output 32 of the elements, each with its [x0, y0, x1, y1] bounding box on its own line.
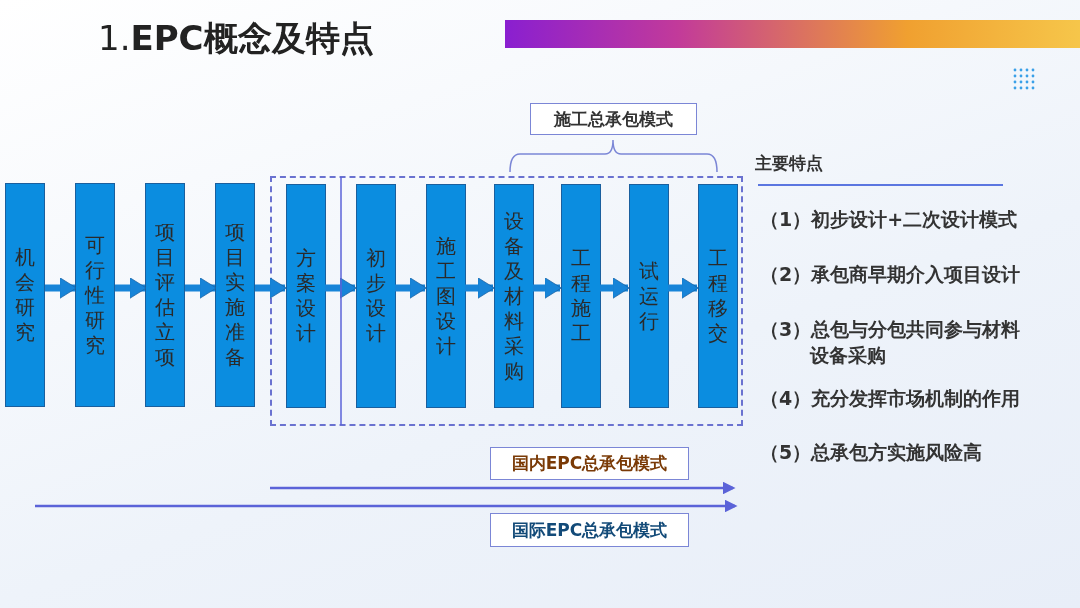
process-box: 可行性研究: [75, 183, 115, 407]
feature-item: （4）充分发挥市场机制的作用: [760, 386, 1022, 411]
feature-item: （3）总包与分包共同参与材料设备采购: [760, 317, 1022, 368]
arrow: [533, 277, 562, 299]
arrow: [465, 277, 495, 299]
process-box: 项目评估立项: [145, 183, 185, 407]
arrow: [185, 277, 217, 299]
label-box: 国内EPC总承包模式: [490, 447, 689, 480]
feature-item: （2）承包商早期介入项目设计: [760, 262, 1022, 287]
arrow: [255, 277, 287, 299]
slide-title: 1.EPC概念及特点: [98, 17, 374, 60]
label-box: 国际EPC总承包模式: [490, 513, 689, 547]
arrow: [395, 277, 427, 299]
arrow: [325, 277, 357, 299]
arrow: [115, 277, 147, 299]
arrow: [668, 277, 699, 299]
process-box: 机会研究: [5, 183, 45, 407]
process-box: 方案设计: [286, 184, 326, 408]
arrow: [600, 277, 630, 299]
arrow: [45, 277, 77, 299]
process-box: 初步设计: [356, 184, 396, 408]
process-box: 项目实施准备: [215, 183, 255, 407]
process-box: 试运行: [629, 184, 669, 408]
label-box: 施工总承包模式: [530, 103, 697, 135]
feature-item: （5）总承包方实施风险高: [760, 440, 984, 465]
process-box: 工程移交: [698, 184, 738, 408]
section-heading: 主要特点: [755, 152, 824, 175]
feature-item: （1）初步设计+二次设计模式: [760, 207, 1019, 232]
dashed-region: [270, 176, 743, 426]
process-box: 工程施工: [561, 184, 601, 408]
process-box: 设备及材料采购: [494, 184, 534, 408]
process-box: 施工图设计: [426, 184, 466, 408]
